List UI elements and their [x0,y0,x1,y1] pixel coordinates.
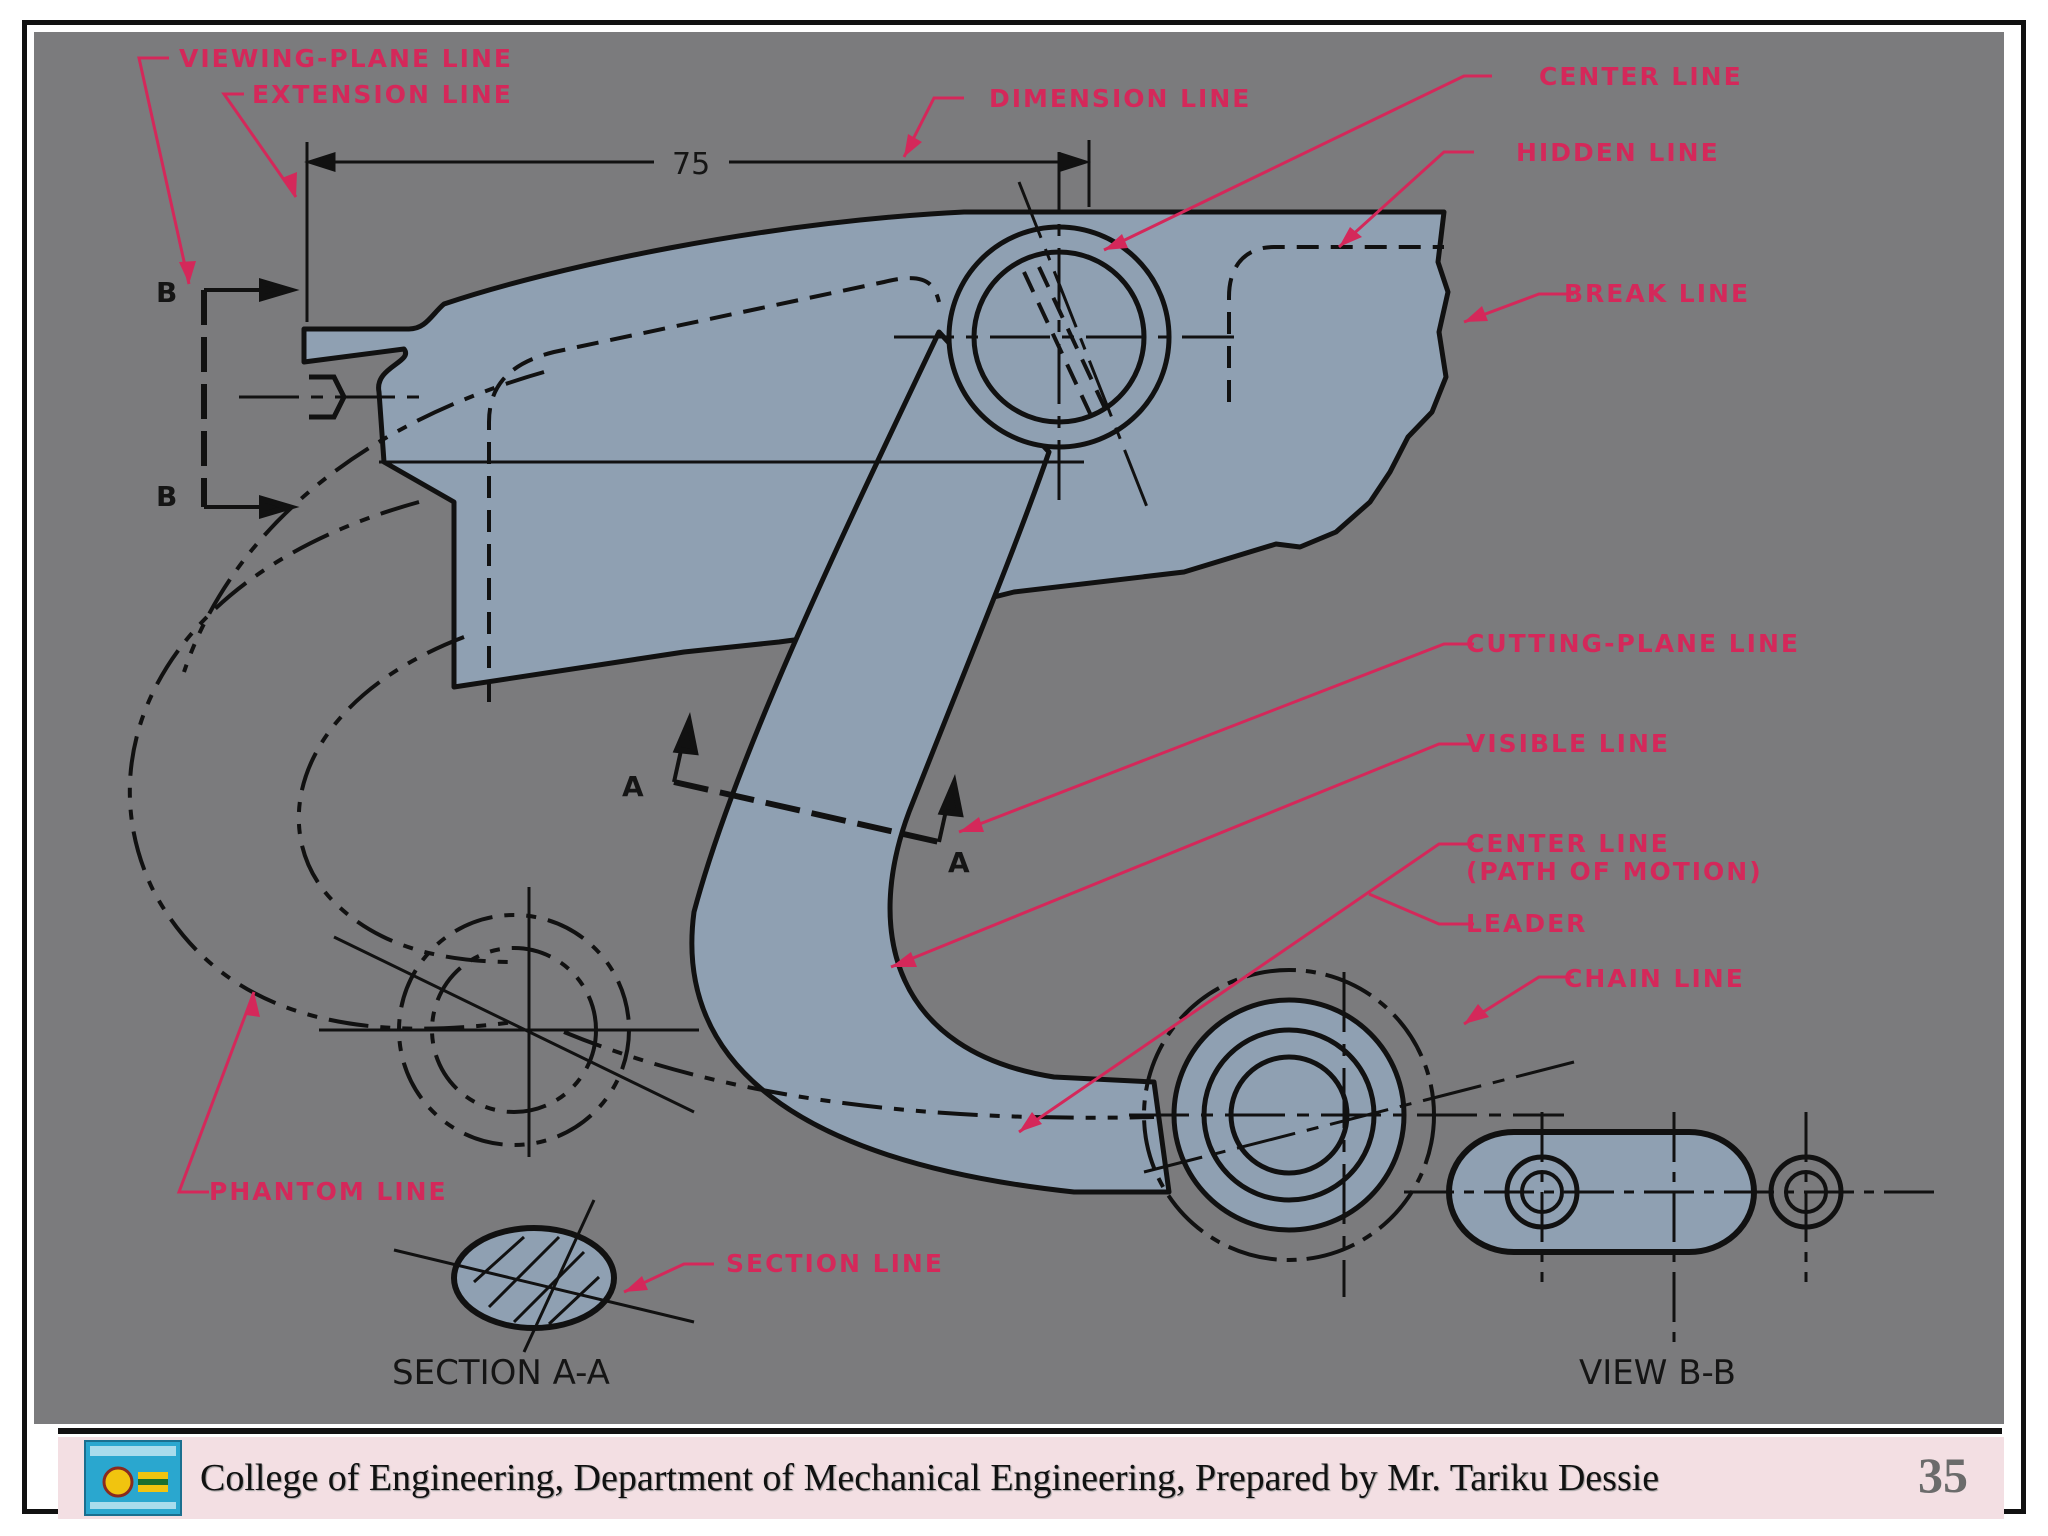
leader-chain [1463,975,1574,1026]
chain-line-circle [1142,968,1436,1262]
arrowhead-visible [891,952,917,967]
phantom-center-diag [333,935,695,1114]
hidden-line-left [487,276,941,702]
page-number: 35 [1918,1447,1968,1503]
arrowhead-cutting-plane [959,817,984,832]
arrowhead-viewing-plane [179,261,196,284]
section-center-2 [522,1199,596,1353]
section-hatch-1 [472,1235,526,1284]
leader-visible [890,742,1474,969]
center-line-upper-diag [1017,181,1151,513]
phantom-inner [296,635,515,964]
university-logo-icon [84,1440,182,1516]
dimension-value: 75 [672,147,710,182]
hidden-line-right [1227,245,1444,402]
view-caption: VIEW B-B [1579,1353,1736,1393]
arm-outline [689,329,1172,1195]
label-leader: LEADER [1466,909,1587,938]
label-hidden: HIDDEN LINE [1516,138,1720,167]
diagram-area: 75 B B A A SECTION A-A [34,32,2004,1424]
dimension-arrow-left [304,151,336,173]
section-letter-a-left: A [622,770,644,803]
arrowhead-phantom [246,992,260,1017]
label-break: BREAK LINE [1564,279,1750,308]
hidden-pin-2 [1037,266,1111,418]
arrowhead-chain [1464,1004,1489,1024]
viewing-plane-arrow-top [259,277,300,303]
label-dimension: DIMENSION LINE [989,84,1251,113]
section-a-a-view [393,1199,695,1353]
line-types-diagram: 75 B B A A SECTION A-A [127,44,1934,1393]
view-letter-b-bottom: B [156,480,177,513]
university-logo-graphic [90,1446,176,1509]
arrowhead-center [1104,234,1128,250]
section-caption: SECTION A-A [392,1353,610,1393]
label-viewing-plane: VIEWING-PLANE LINE [179,44,513,73]
leader-arrowheads [179,134,1489,1292]
label-chain: CHAIN LINE [1564,964,1745,993]
leader-break [1463,292,1574,324]
viewing-plane-arrow-bottom [259,494,300,520]
section-letter-a-right: A [948,846,970,879]
label-center-path-1: CENTER LINE [1466,829,1670,858]
leader-hidden [1337,150,1474,249]
leader-extension [221,92,298,198]
center-line-lower-diag [1143,1060,1575,1174]
leader-cutting-plane [958,642,1474,834]
arrowhead-break [1464,306,1488,322]
path-of-motion-arc [563,1030,1155,1120]
leader-leader [1368,892,1474,926]
label-phantom: PHANTOM LINE [209,1177,448,1206]
view-letter-b-top: B [156,276,177,309]
footer-rule [58,1428,2002,1434]
phantom-outer [127,500,515,1031]
arrowhead-extension [282,172,297,197]
leader-path-of-motion [1018,842,1474,1134]
leader-center [1103,74,1492,252]
label-leaders [137,56,1574,1294]
section-hatch-4 [547,1275,601,1326]
label-section-line: SECTION LINE [726,1249,944,1278]
label-visible: VISIBLE LINE [1466,729,1670,758]
footer-bar [58,1437,2004,1519]
arrowhead-path-of-motion [1019,1112,1042,1132]
arrowhead-dimension [904,134,922,157]
label-center: CENTER LINE [1539,62,1743,91]
leader-phantom [176,991,256,1194]
view-b-b [1404,1112,1934,1352]
leader-viewing-plane [137,56,191,285]
arrowhead-section-line [624,1276,648,1292]
dimension-arrow-right [1059,151,1091,173]
label-center-path-2: (PATH OF MOTION) [1466,857,1763,886]
label-extension: EXTENSION LINE [252,80,513,109]
section-hatch-2 [487,1235,561,1309]
cutting-plane-arrow-right [937,773,964,818]
footer-text: College of Engineering, Department of Me… [200,1457,1660,1499]
labels: VIEWING-PLANE LINE EXTENSION LINE DIMENS… [179,44,1800,1278]
cutting-plane-arrow-left [672,711,699,756]
arrowhead-hidden [1339,227,1362,247]
section-center-1 [393,1248,695,1324]
label-cutting-plane: CUTTING-PLANE LINE [1466,629,1800,658]
part-body [301,209,1451,1233]
leader-dimension [902,96,964,158]
